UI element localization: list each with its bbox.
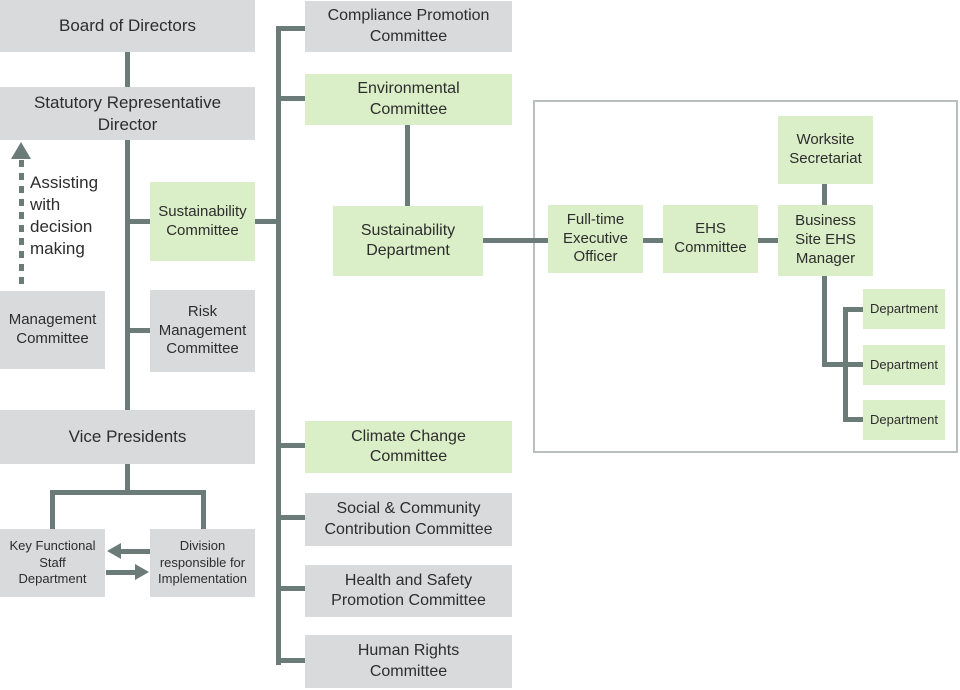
node-risk-management-committee: Risk Management Committee xyxy=(150,290,255,372)
arrow-division-to-keyfunctional-shaft xyxy=(121,549,150,554)
connector-bsm-department2 xyxy=(822,362,863,367)
connector-rail-department1 xyxy=(848,307,863,312)
connector-vp-drop xyxy=(125,464,130,495)
node-department-1: Department xyxy=(863,289,945,329)
node-department-3: Department xyxy=(863,400,945,440)
connector-spine-climate xyxy=(281,443,305,448)
connector-susdept-panel xyxy=(483,238,548,243)
worksite-panel-frame xyxy=(533,100,958,453)
arrow-up-icon xyxy=(11,142,31,159)
arrow-right-icon xyxy=(135,564,149,580)
assisting-dashed-line xyxy=(19,160,24,290)
connector-bar-division xyxy=(201,490,206,529)
node-sustainability-committee: Sustainability Committee xyxy=(150,182,255,261)
node-management-committee: Management Committee xyxy=(0,291,105,369)
arrow-keyfunctional-to-division-shaft xyxy=(106,570,135,575)
connector-statutory-vp-trunk xyxy=(125,140,130,410)
connector-rail-department3 xyxy=(848,417,863,422)
node-department-2: Department xyxy=(863,345,945,385)
connector-trunk-risk-management xyxy=(127,328,152,333)
node-division-responsible-for-implementation: Division responsible for Implementation xyxy=(150,529,255,597)
node-climate-change-committee: Climate Change Committee xyxy=(305,421,512,473)
connector-bar-keyfunctional xyxy=(50,490,55,529)
node-key-functional-staff-department: Key Functional Staff Department xyxy=(0,529,105,597)
node-ehs-committee: EHS Committee xyxy=(663,205,758,273)
connector-vp-bar xyxy=(50,490,206,495)
connector-spine-environmental xyxy=(281,96,305,101)
node-vice-presidents: Vice Presidents xyxy=(0,410,255,464)
connector-worksite-bsm xyxy=(822,184,827,205)
connector-committee-spine xyxy=(276,26,281,665)
node-board-of-directors: Board of Directors xyxy=(0,0,255,52)
node-health-safety-promotion-committee: Health and Safety Promotion Committee xyxy=(305,565,512,617)
connector-environmental-susdept xyxy=(405,125,410,206)
assisting-with-decision-making-note: Assisting with decision making xyxy=(30,173,99,258)
connector-spine-humanrights xyxy=(281,658,305,663)
node-environmental-committee: Environmental Committee xyxy=(305,74,512,125)
node-human-rights-committee: Human Rights Committee xyxy=(305,635,512,688)
connector-ehs-bsm xyxy=(758,238,778,243)
connector-spine-health xyxy=(281,586,305,591)
arrow-left-icon xyxy=(107,543,121,559)
node-sustainability-department: Sustainability Department xyxy=(333,206,483,276)
connector-board-statutory xyxy=(125,52,130,88)
connector-spine-social xyxy=(281,515,305,520)
connector-bsm-drop xyxy=(822,276,827,367)
connector-department-rail xyxy=(843,307,848,422)
node-statutory-representative-director: Statutory Representative Director xyxy=(0,87,255,140)
node-business-site-ehs-manager: Business Site EHS Manager xyxy=(778,205,873,276)
node-compliance-promotion-committee: Compliance Promotion Committee xyxy=(305,1,512,52)
node-social-community-contribution-committee: Social & Community Contribution Committe… xyxy=(305,493,512,546)
connector-fulltime-ehs xyxy=(643,238,663,243)
node-full-time-executive-officer: Full-time Executive Officer xyxy=(548,205,643,273)
node-worksite-secretariat: Worksite Secretariat xyxy=(778,116,873,184)
connector-spine-compliance xyxy=(281,26,305,31)
